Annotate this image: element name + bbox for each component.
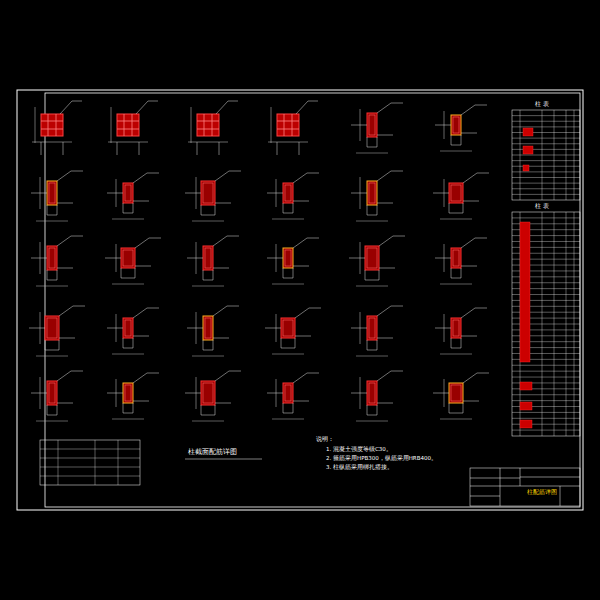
note-text: 3. 柱纵筋采用绑扎搭接。 [326, 464, 393, 470]
drawing-title: 柱截面配筋详图 [188, 449, 237, 457]
table-heading: 柱 表 [535, 101, 549, 108]
sheet-name: 柱配筋详图 [527, 489, 557, 496]
note-text: 1. 混凝土强度等级C30。 [326, 446, 392, 452]
table-heading: 柱 表 [535, 203, 549, 210]
notes-heading: 说明： [316, 436, 334, 443]
note-text: 2. 箍筋采用HPB300，纵筋采用HRB400。 [326, 455, 437, 461]
